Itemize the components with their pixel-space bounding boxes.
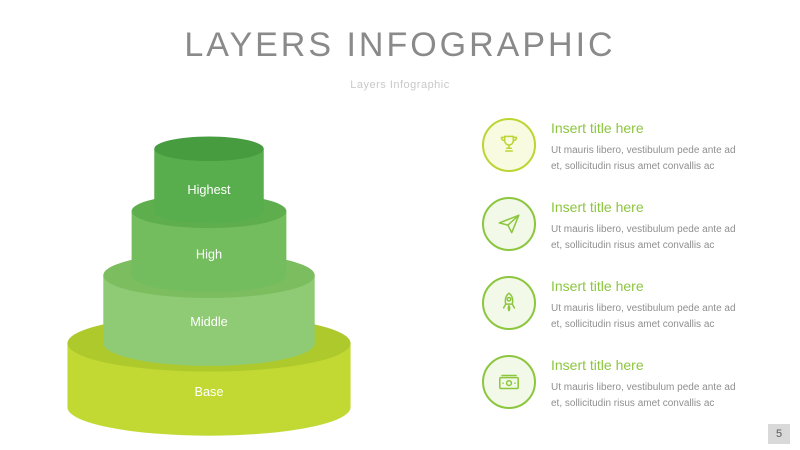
list-item: Insert title here Ut mauris libero, vest… [482, 197, 762, 253]
list-item: Insert title here Ut mauris libero, vest… [482, 355, 762, 411]
page-subtitle: Layers Infographic [350, 79, 450, 91]
layer-label-highest: Highest [187, 182, 231, 197]
money-icon [482, 355, 536, 409]
paper-plane-icon [482, 197, 536, 251]
layer-label-high: High [196, 246, 222, 261]
page-number-badge: 5 [768, 424, 790, 444]
rocket-icon [482, 276, 536, 330]
item-body-text: Ut mauris libero, vestibulum pede ante a… [551, 224, 736, 251]
item-title: Insert title here [551, 357, 644, 373]
pyramid-svg: Highest High Middle Base [67, 136, 351, 436]
item-text-block: Insert title here Ut mauris libero, vest… [551, 355, 747, 411]
list-item: Insert title here Ut mauris libero, vest… [482, 276, 762, 332]
item-title: Insert title here [551, 199, 644, 215]
slide-header: LAYERS INFOGRAPHIC Layers Infographic [0, 0, 800, 91]
pyramid-layer-highest [154, 136, 264, 224]
layers-pyramid-chart: Highest High Middle Base [58, 116, 360, 444]
item-text-block: Insert title here Ut mauris libero, vest… [551, 276, 747, 332]
item-title: Insert title here [551, 278, 644, 294]
page-title: LAYERS INFOGRAPHIC [184, 26, 616, 64]
trophy-icon [482, 118, 536, 172]
item-text-block: Insert title here Ut mauris libero, vest… [551, 197, 747, 253]
item-body-text: Ut mauris libero, vestibulum pede ante a… [551, 303, 736, 330]
item-body-text: Ut mauris libero, vestibulum pede ante a… [551, 145, 736, 172]
item-title: Insert title here [551, 120, 644, 136]
info-items-list: Insert title here Ut mauris libero, vest… [482, 118, 762, 411]
layer-label-base: Base [194, 384, 223, 399]
item-text-block: Insert title here Ut mauris libero, vest… [551, 118, 747, 174]
list-item: Insert title here Ut mauris libero, vest… [482, 118, 762, 174]
item-body-text: Ut mauris libero, vestibulum pede ante a… [551, 382, 736, 409]
layer-label-middle: Middle [190, 314, 228, 329]
